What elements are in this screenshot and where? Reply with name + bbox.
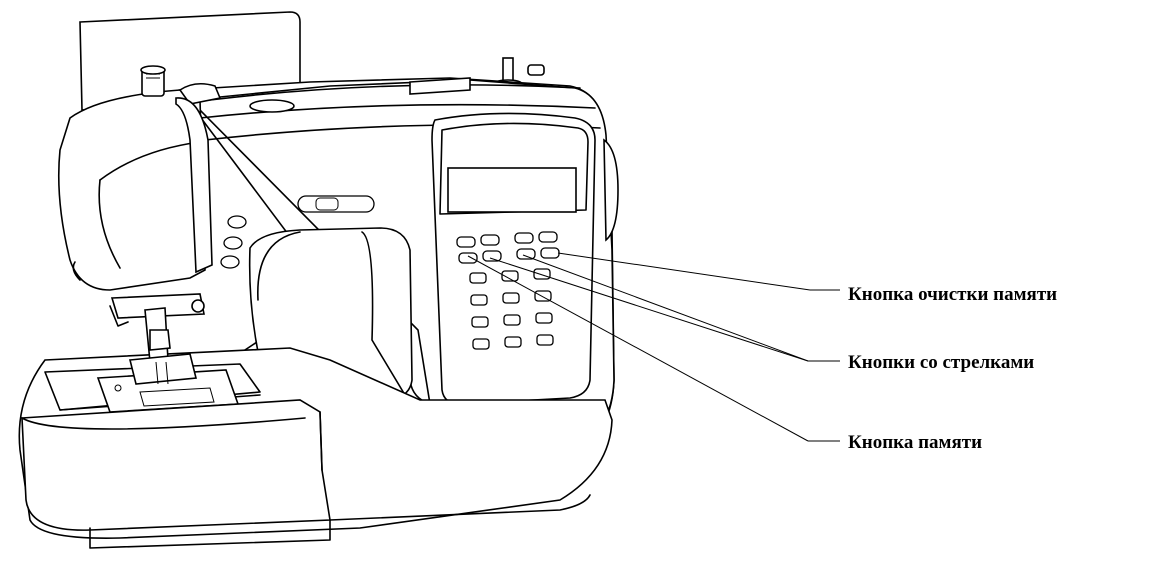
machine-head [59,90,205,290]
lcd-screen [448,168,576,212]
head-buttons [221,216,246,268]
callout-arrow-buttons: Кнопки со стрелками [848,353,1034,372]
hand-wheel [604,140,618,240]
callout-memory-clear-button: Кнопка очистки памяти [848,285,1057,304]
callout-memory-button: Кнопка памяти [848,433,982,452]
control-panel [432,113,595,404]
speed-slider [298,196,374,212]
spool-knob [141,66,165,96]
